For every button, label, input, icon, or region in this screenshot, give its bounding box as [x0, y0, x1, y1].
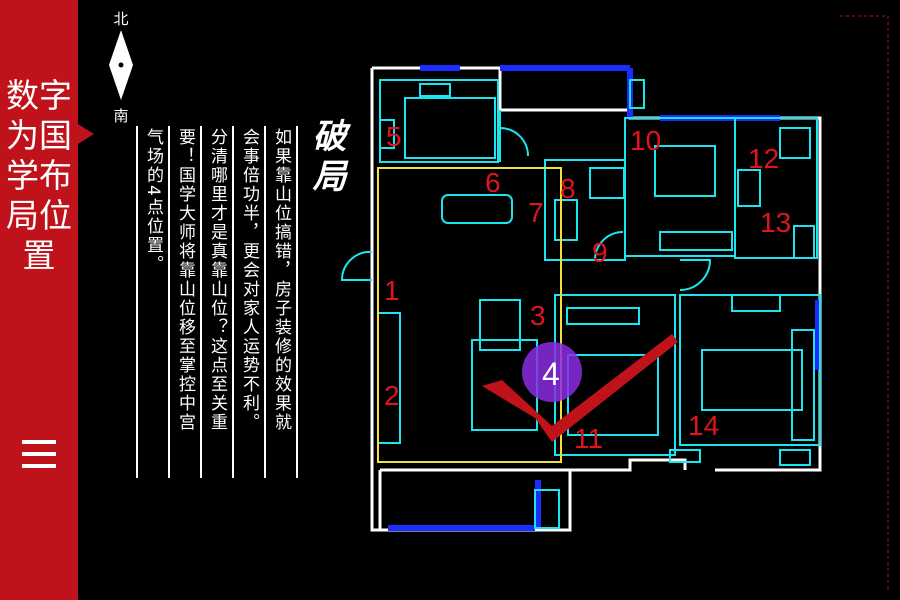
- marker-2: 2: [384, 380, 400, 411]
- marker-6: 6: [485, 167, 501, 198]
- column-divider: [168, 126, 170, 478]
- text-column-3: 分清哪里才是真靠山位？这点至关重: [207, 128, 227, 432]
- text-column-2: 会事倍功半，更会对家人运势不利。: [239, 128, 259, 432]
- marker-7: 7: [528, 197, 544, 228]
- marker-4: 4: [542, 356, 560, 392]
- marker-11: 11: [574, 423, 603, 454]
- column-divider: [200, 126, 202, 478]
- highlight-circle: [522, 342, 582, 402]
- floor-plan-walls: [370, 66, 822, 532]
- column-divider: [296, 126, 298, 478]
- text-column-4: 要！国学大师将靠山位移至掌控中宫: [175, 128, 195, 432]
- position-markers: 1 2 3 4 5 6 7 8 9 10 11 12 13 14: [384, 121, 791, 454]
- column-divider: [136, 126, 138, 478]
- floor-plan-windows: [388, 65, 821, 531]
- text-column-1: 如果靠山位搞错，房子装修的效果就: [271, 128, 291, 432]
- sidebar-title: 数字为国学布局位置: [6, 76, 72, 275]
- compass-needle-icon: [109, 30, 133, 100]
- marker-5: 5: [386, 121, 402, 152]
- marker-3: 3: [530, 300, 546, 331]
- sidebar: 数字为国学布局位置: [0, 0, 78, 600]
- check-mark-icon: [482, 334, 678, 442]
- marker-8: 8: [560, 173, 576, 204]
- sidebar-arrow: [78, 124, 94, 144]
- text-column-5: 气场的4点位置。: [143, 128, 163, 274]
- marker-13: 13: [760, 207, 791, 238]
- hamburger-icon[interactable]: [22, 440, 56, 468]
- marker-9: 9: [592, 237, 608, 268]
- floor-plan: 1 2 3 4 5 6 7 8 9 10 11 12 13 14: [340, 65, 822, 532]
- column-divider: [264, 126, 266, 478]
- column-divider: [232, 126, 234, 478]
- marker-12: 12: [748, 143, 779, 174]
- heading: 破局: [306, 118, 346, 198]
- marker-10: 10: [630, 125, 661, 156]
- marker-1: 1: [384, 275, 400, 306]
- compass: 北 南: [104, 8, 138, 126]
- compass-north-label: 北: [113, 10, 129, 28]
- marker-14: 14: [688, 410, 719, 441]
- living-room-outline: [377, 167, 562, 463]
- compass-south-label: 南: [113, 107, 129, 125]
